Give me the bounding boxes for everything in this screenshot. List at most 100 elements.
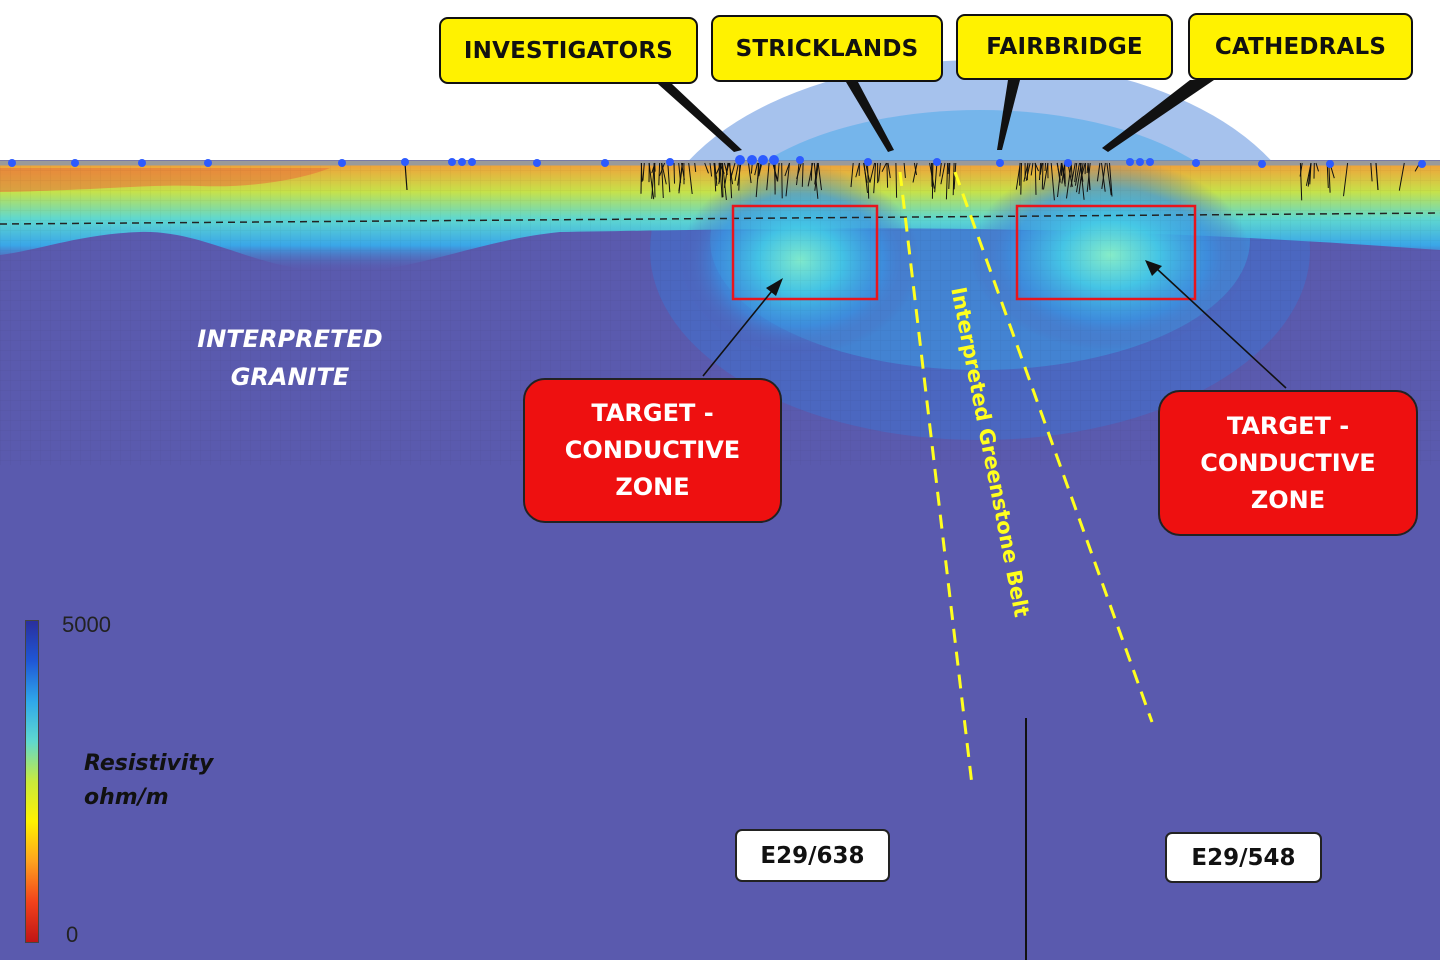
target-callout-right: TARGET - CONDUCTIVE ZONE (1158, 390, 1418, 536)
target-right-line-2: CONDUCTIVE (1200, 448, 1376, 477)
greenstone-belt-west-contact (898, 171, 974, 786)
drill-hole-trace (1066, 162, 1072, 199)
callout-cathedrals-label: CATHEDRALS (1214, 33, 1387, 60)
drill-hole-trace (1074, 162, 1080, 186)
drill-hole-trace (404, 162, 408, 191)
drill-hole-trace (694, 162, 697, 172)
target-arrowhead-left (766, 278, 783, 296)
drill-hole-trace (878, 162, 881, 182)
drill-hole-trace (729, 162, 736, 181)
drill-hole-trace (729, 162, 733, 199)
drill-hole-trace (939, 162, 942, 177)
drill-hole-trace (648, 162, 655, 200)
drill-holes (404, 162, 1421, 201)
callout-stricklands: STRICKLANDS (711, 15, 943, 82)
drill-hole-trace (1039, 162, 1042, 181)
drill-hole-trace (713, 162, 717, 192)
drill-hole-trace (1064, 162, 1066, 185)
drill-hole-trace (1305, 162, 1312, 186)
drill-hole-trace (651, 162, 655, 199)
drill-hole-trace (1023, 162, 1029, 182)
resistivity-color-scale (25, 620, 39, 943)
callout-fairbridge-label: FAIRBRIDGE (986, 34, 1143, 60)
granite-line-1: INTERPRETED (197, 325, 383, 353)
drill-hole-trace (807, 162, 814, 187)
drill-hole-trace (1315, 162, 1319, 172)
drill-hole-trace (722, 162, 727, 201)
drill-hole-trace (886, 162, 889, 188)
target-right-line-1: TARGET - (1226, 411, 1350, 440)
drill-hole-trace (895, 162, 898, 198)
drill-hole-trace (948, 162, 951, 190)
tenement-label-e29-548: E29/548 (1165, 832, 1322, 883)
target-left-line-3: ZONE (615, 473, 690, 501)
drill-hole-trace (1061, 162, 1066, 184)
drill-hole-trace (758, 162, 763, 177)
drill-hole-trace (709, 162, 713, 177)
greenstone-belt-east-contact (953, 171, 1154, 723)
drill-hole-trace (755, 162, 760, 198)
survey-stations (8, 155, 1426, 168)
drill-hole-trace (873, 162, 877, 194)
scale-title-line-2: ohm/m (84, 785, 169, 810)
target-right-line-3: ZONE (1250, 485, 1326, 514)
scale-title: Resistivity ohm/m (84, 747, 213, 815)
target-arrowhead-right (1145, 260, 1162, 276)
drill-hole-trace (726, 162, 729, 173)
granite-line-2: GRANITE (230, 363, 350, 391)
target-box-right (1015, 204, 1197, 301)
drill-hole-trace (1039, 162, 1043, 175)
drill-hole-trace (869, 162, 876, 183)
drill-hole-trace (651, 162, 656, 174)
tenement-label-e29-638: E29/638 (735, 829, 890, 882)
drill-hole-trace (817, 162, 822, 191)
drill-hole-trace (1328, 162, 1331, 193)
target-arrow-left (702, 285, 777, 377)
drill-hole-trace (1056, 162, 1061, 183)
drill-hole-trace (1109, 162, 1113, 197)
drill-hole-trace (1299, 162, 1303, 177)
target-box-left (731, 204, 879, 301)
drill-hole-trace (814, 162, 818, 185)
drill-hole-trace (945, 162, 949, 200)
drill-hole-trace (931, 162, 934, 199)
drill-hole-trace (766, 162, 770, 191)
drill-hole-trace (754, 162, 758, 176)
scale-max-label: 5000 (62, 612, 111, 637)
interpreted-granite-label: INTERPRETED GRANITE (160, 320, 420, 396)
drill-hole-trace (785, 162, 790, 197)
drill-hole-trace (1043, 162, 1049, 190)
drill-hole-trace (865, 162, 871, 183)
drill-hole-trace (642, 162, 645, 181)
drill-hole-trace (714, 162, 718, 186)
drill-hole-trace (719, 162, 723, 198)
drill-hole-trace (781, 162, 783, 199)
drill-hole-trace (1087, 162, 1091, 191)
drill-hole-trace (814, 162, 819, 191)
drill-hole-trace (1015, 162, 1021, 190)
drill-hole-trace (1398, 162, 1405, 191)
drill-hole-trace (1096, 162, 1101, 182)
drill-hole-trace (1030, 162, 1034, 176)
drill-hole-trace (1034, 162, 1037, 195)
drill-hole-trace (748, 162, 752, 184)
drill-hole-trace (658, 162, 661, 186)
drill-hole-trace (1078, 162, 1084, 195)
drill-hole-trace (887, 162, 891, 179)
target-callout-left: TARGET - CONDUCTIVE ZONE (523, 378, 782, 523)
drill-hole-trace (704, 162, 709, 174)
drill-hole-trace (673, 162, 675, 184)
callout-investigators-label: INVESTIGATORS (463, 37, 674, 64)
drill-hole-trace (661, 162, 667, 185)
callout-leaders (658, 80, 1214, 152)
drill-hole-trace (952, 162, 955, 196)
drill-hole-trace (738, 162, 741, 191)
drill-hole-trace (1025, 162, 1031, 181)
target-left-line-2: CONDUCTIVE (564, 436, 741, 464)
drill-hole-trace (1050, 162, 1055, 201)
drill-hole-trace (1101, 162, 1106, 192)
drill-hole-trace (796, 162, 802, 180)
drill-hole-trace (1343, 162, 1349, 197)
